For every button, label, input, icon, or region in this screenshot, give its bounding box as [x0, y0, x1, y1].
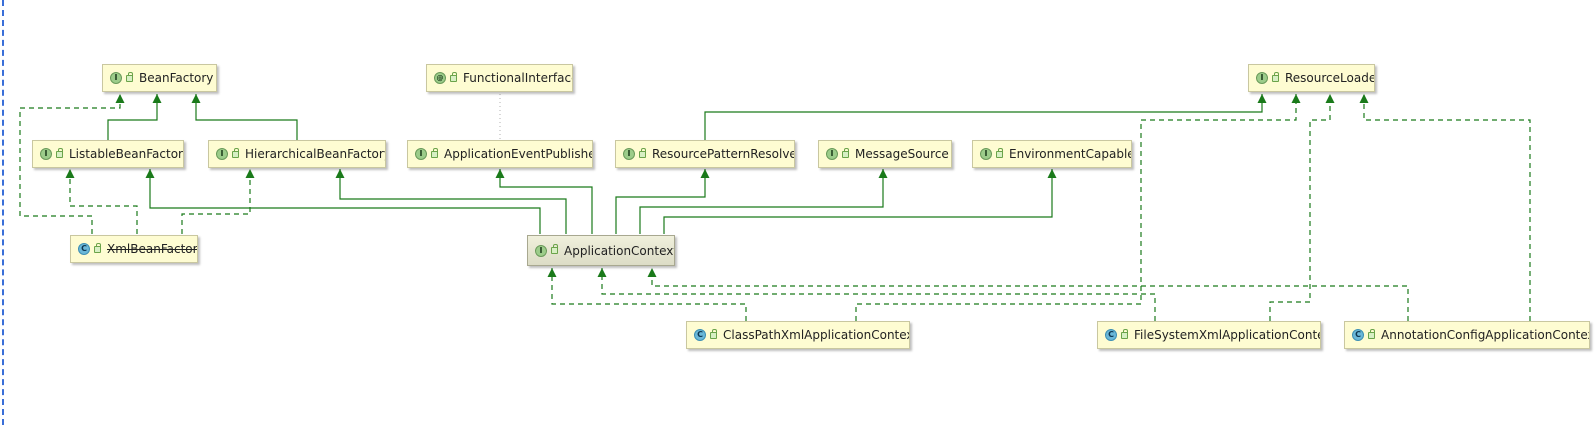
edge-classpath-implements-appcontext [547, 268, 747, 321]
public-lock-icon [842, 147, 849, 158]
edge-xmlbeanfactory-implements-listable [65, 169, 138, 234]
annotation-icon: @ [434, 72, 446, 84]
node-functional-interface[interactable]: @ FunctionalInterface [426, 64, 573, 92]
public-lock-icon [94, 242, 101, 253]
node-label: ResourcePatternResolver [652, 147, 795, 161]
node-xml-bean-factory[interactable]: C XmlBeanFactory [70, 235, 198, 263]
public-lock-icon [56, 147, 63, 158]
public-lock-icon [1272, 71, 1279, 82]
public-lock-icon [551, 244, 558, 254]
edge-listable-extends-beanfactory [107, 94, 162, 140]
edge-appcontext-extends-eventpublisher [495, 169, 593, 234]
public-lock-icon [431, 147, 438, 158]
edge-filesystem-implements-appcontext [597, 268, 1156, 321]
node-label: ApplicationContext [564, 243, 675, 258]
node-file-system-xml-application-context[interactable]: C FileSystemXmlApplicationContext [1097, 321, 1321, 349]
node-application-context[interactable]: I ApplicationContext [527, 235, 675, 266]
node-label: MessageSource [855, 147, 949, 161]
node-label: ResourceLoader [1285, 71, 1375, 85]
node-label: AnnotationConfigApplicationContext [1381, 328, 1590, 342]
edge-appcontext-extends-messagesource [639, 169, 888, 234]
node-hierarchical-bean-factory[interactable]: I HierarchicalBeanFactory [208, 140, 386, 168]
edge-xmlbeanfactory-implements-hierarchical [181, 169, 255, 234]
interface-icon: I [623, 148, 635, 160]
node-bean-factory[interactable]: I BeanFactory [102, 64, 217, 92]
class-icon: C [1105, 329, 1117, 341]
public-lock-icon [126, 71, 133, 82]
node-listable-bean-factory[interactable]: I ListableBeanFactory [32, 140, 184, 168]
selection-border [2, 0, 4, 425]
edge-appcontext-extends-patternresolver [615, 169, 710, 234]
class-icon: C [1352, 329, 1364, 341]
edge-filesystem-implements-resourceloader [1269, 94, 1335, 321]
class-icon: C [78, 243, 90, 255]
edge-hierarchical-extends-beanfactory [191, 94, 298, 140]
node-resource-loader[interactable]: I ResourceLoader [1248, 64, 1375, 92]
interface-icon: I [216, 148, 228, 160]
interface-icon: I [415, 148, 427, 160]
public-lock-icon [232, 147, 239, 158]
node-label: ApplicationEventPublisher [444, 147, 593, 161]
class-icon: C [694, 329, 706, 341]
public-lock-icon [639, 147, 646, 158]
edge-annotationconfig-implements-resourceloader [1359, 94, 1531, 321]
node-resource-pattern-resolver[interactable]: I ResourcePatternResolver [615, 140, 795, 168]
public-lock-icon [1121, 328, 1128, 339]
node-annotation-config-application-context[interactable]: C AnnotationConfigApplicationContext [1344, 321, 1590, 349]
edge-classpath-implements-resourceloader [855, 94, 1301, 321]
public-lock-icon [450, 71, 457, 82]
interface-icon: I [535, 244, 547, 257]
node-label: XmlBeanFactory [107, 242, 198, 256]
edge-appcontext-extends-hierarchical [335, 169, 567, 234]
node-label: EnvironmentCapable [1009, 147, 1132, 161]
node-message-source[interactable]: I MessageSource [818, 140, 952, 168]
node-label: FileSystemXmlApplicationContext [1134, 328, 1321, 342]
interface-icon: I [980, 148, 992, 160]
node-class-path-xml-application-context[interactable]: C ClassPathXmlApplicationContext [686, 321, 910, 349]
edge-appcontext-extends-listable [145, 169, 541, 234]
public-lock-icon [710, 328, 717, 339]
interface-icon: I [826, 148, 838, 160]
edge-appcontext-extends-environmentcapable [663, 169, 1057, 234]
edge-xmlbeanfactory-implements-beanfactory [19, 94, 125, 234]
node-label: ListableBeanFactory [69, 147, 184, 161]
interface-icon: I [110, 72, 122, 84]
interface-icon: I [1256, 72, 1268, 84]
interface-icon: I [40, 148, 52, 160]
node-application-event-publisher[interactable]: I ApplicationEventPublisher [407, 140, 593, 168]
node-environment-capable[interactable]: I EnvironmentCapable [972, 140, 1132, 168]
node-label: HierarchicalBeanFactory [245, 147, 386, 161]
node-label: ClassPathXmlApplicationContext [723, 328, 910, 342]
public-lock-icon [996, 147, 1003, 158]
node-label: BeanFactory [139, 71, 214, 85]
node-label: FunctionalInterface [463, 71, 573, 85]
public-lock-icon [1368, 328, 1375, 339]
edge-patternresolver-extends-resourceloader [704, 94, 1267, 140]
